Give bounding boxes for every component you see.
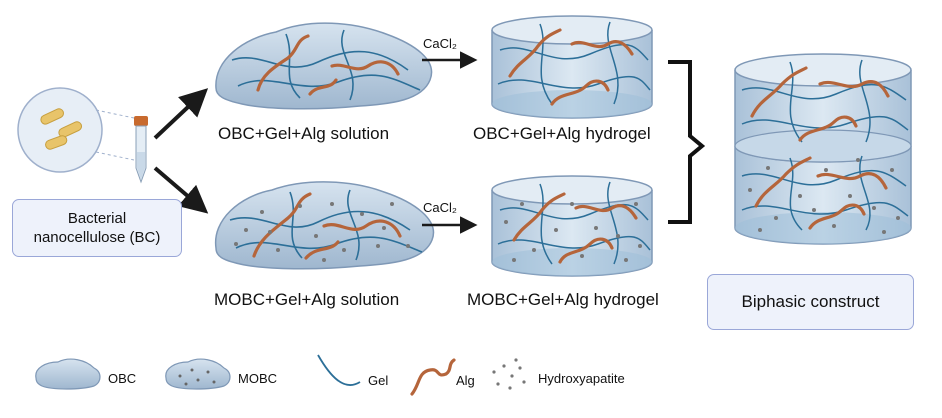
legend-alg-label: Alg xyxy=(456,373,475,388)
mobc-hydrogel-label: MOBC+Gel+Alg hydrogel xyxy=(467,290,659,309)
tube-icon xyxy=(134,116,148,184)
cacl2-bottom-label: CaCl₂ xyxy=(423,200,457,215)
legend-gel-label: Gel xyxy=(368,373,389,388)
obc-hydrogel-cylinder xyxy=(491,15,653,119)
mobc-hydrogel-cylinder xyxy=(491,175,653,277)
bacterial-nanocellulose-box: Bacterial nanocellulose (BC) xyxy=(12,199,182,257)
cacl2-top-label: CaCl₂ xyxy=(423,36,457,51)
legend-hydroxyapatite-particles-icon xyxy=(492,358,526,390)
legend-alginate-chain-icon xyxy=(410,358,456,396)
legend-gel-fiber-curve-icon xyxy=(317,354,361,386)
bc-label-line2: nanocellulose (BC) xyxy=(33,229,161,246)
obc-solution-cloud xyxy=(215,22,433,110)
biphasic-construct-box: Biphasic construct xyxy=(707,274,914,330)
bc-label-line1: Bacterial xyxy=(67,210,127,227)
mobc-solution-label: MOBC+Gel+Alg solution xyxy=(214,290,400,309)
obc-solution-label: OBC+Gel+Alg solution xyxy=(218,124,390,143)
obc-hydrogel-label: OBC+Gel+Alg hydrogel xyxy=(473,124,651,143)
biphasic-construct-label: Biphasic construct xyxy=(741,292,880,311)
biphasic-construct-cylinder xyxy=(734,53,912,245)
legend-obc-cloud-icon xyxy=(35,358,101,390)
merge-bracket xyxy=(668,60,706,224)
mobc-solution-cloud xyxy=(214,181,435,270)
bacteria-magnifier xyxy=(17,87,135,173)
legend-mobc-dotted-cloud-icon xyxy=(165,358,231,390)
arrow-to-mobc xyxy=(153,166,209,214)
arrow-to-obc xyxy=(153,88,209,140)
legend-mobc-label: MOBC xyxy=(238,371,277,386)
legend-hydroxyapatite-label: Hydroxyapatite xyxy=(538,371,625,386)
legend-obc-label: OBC xyxy=(108,371,137,386)
